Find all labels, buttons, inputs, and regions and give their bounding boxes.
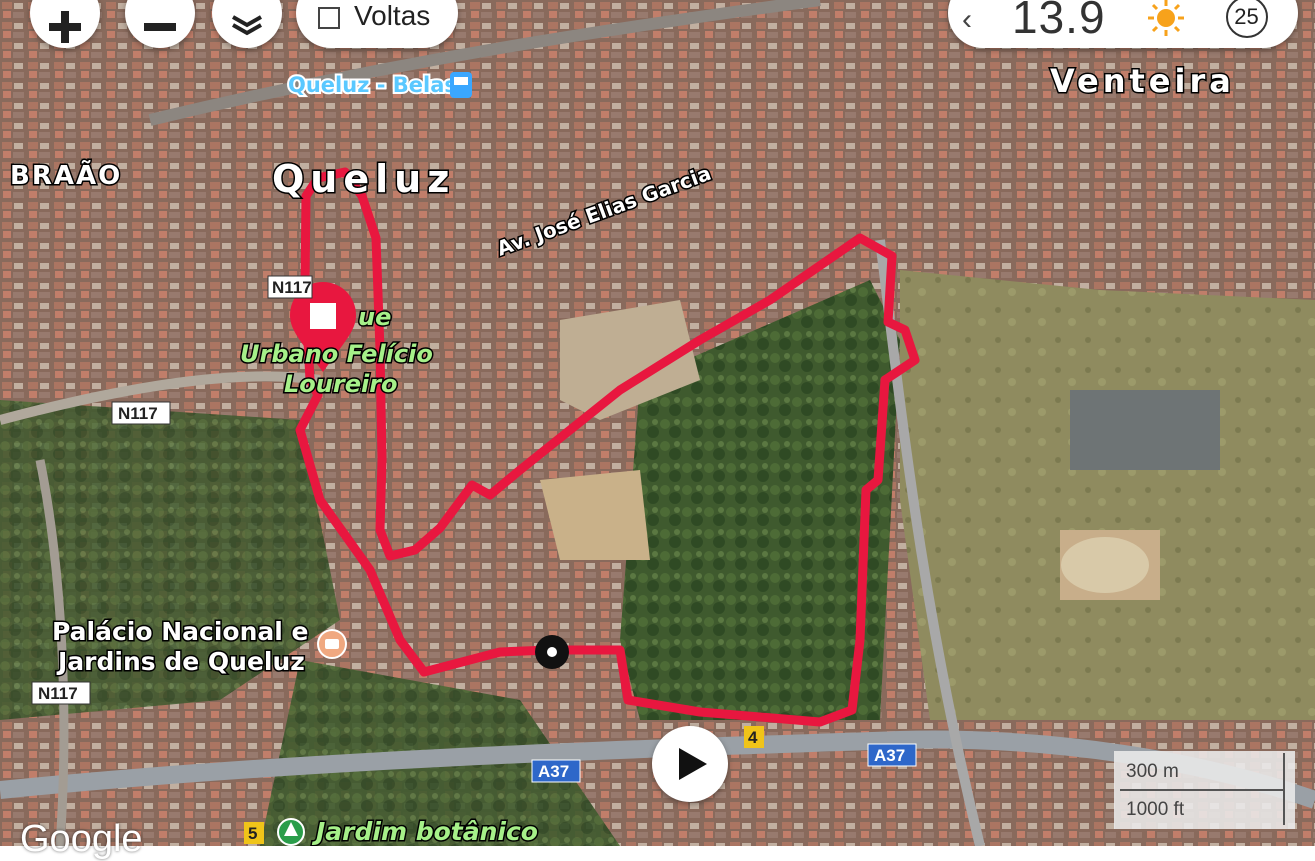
wind-speed-value: 25 [1234, 4, 1259, 29]
shield-exit-5: 5 [248, 824, 257, 843]
play-button[interactable] [652, 726, 728, 802]
label-venteira: Venteira [1050, 62, 1235, 100]
label-park-line2: Loureiro [284, 370, 398, 398]
label-park-partial: ue [358, 303, 391, 331]
route-track [295, 167, 920, 727]
laps-toggle[interactable]: Voltas [296, 0, 458, 48]
google-attribution: Google [20, 818, 143, 860]
label-station: Queluz - Belas [288, 73, 457, 97]
shield-n117-left: N117 [38, 684, 78, 703]
scale-imperial: 1000 ft [1126, 799, 1185, 820]
plus-icon [49, 11, 81, 43]
layers-icon [232, 15, 262, 36]
play-icon [679, 748, 707, 780]
shield-a37-right: A37 [874, 746, 905, 765]
weather-panel[interactable]: ‹ 13.9 25 [948, 0, 1298, 48]
label-palace-line1: Palácio Nacional e [52, 617, 308, 646]
laps-label: Voltas [354, 0, 431, 31]
label-garden: Jardim botânico [311, 817, 538, 846]
shield-exit-4: 4 [748, 728, 758, 747]
temperature-value: 13.9 [1012, 0, 1106, 43]
shield-n117-top: N117 [272, 278, 312, 297]
end-marker-pin[interactable] [290, 282, 356, 372]
map-scale: 300 m 1000 ft [1114, 751, 1295, 829]
shield-n117-mid: N117 [118, 404, 158, 423]
scale-metric: 300 m [1126, 761, 1179, 782]
laps-checkbox[interactable] [318, 7, 340, 29]
label-palace-line2: Jardins de Queluz [56, 647, 305, 676]
sun-icon [1147, 0, 1184, 36]
label-queluz: Queluz [272, 157, 455, 201]
label-park-line1: Urbano Felício [240, 340, 433, 368]
wind-speed-badge: 25 [1225, 0, 1268, 38]
shield-a37-left: A37 [538, 762, 569, 781]
minus-icon [144, 23, 176, 31]
label-braao: BRAÃO [10, 159, 122, 191]
chevron-left-icon[interactable]: ‹ [962, 3, 972, 36]
